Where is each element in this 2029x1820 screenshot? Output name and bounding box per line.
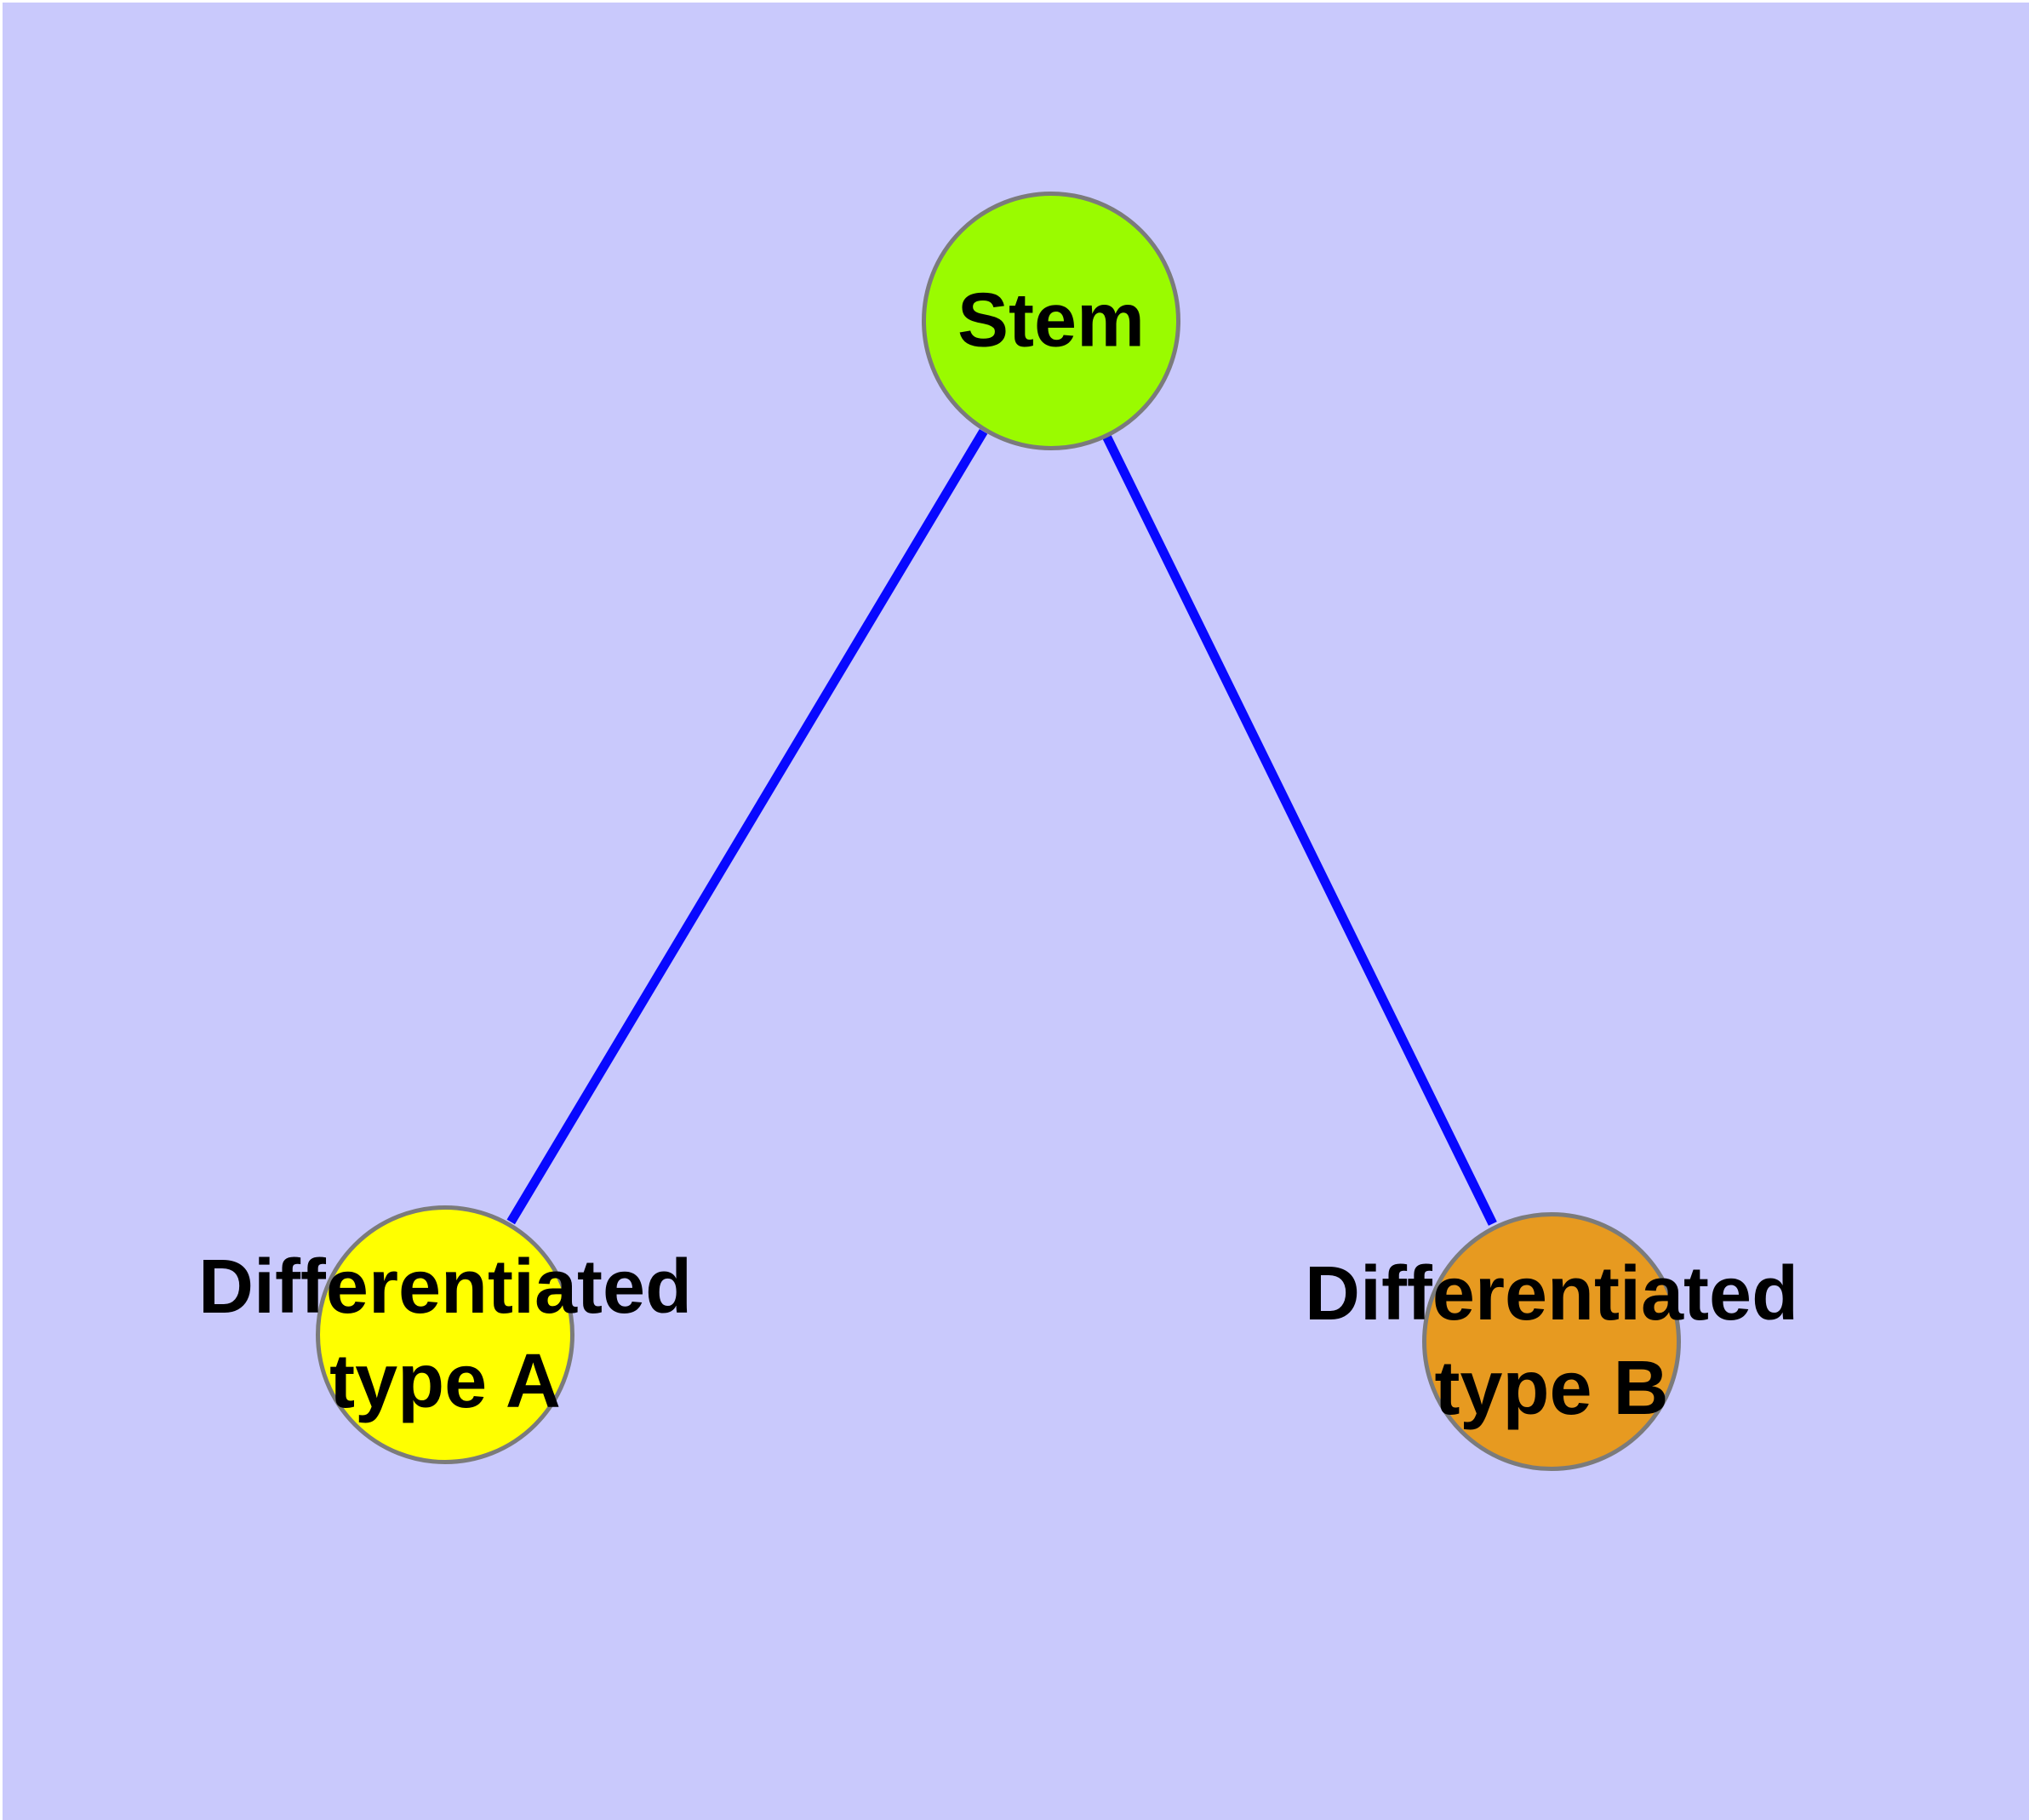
edge-stem-to-type-a xyxy=(506,428,988,1225)
node-differentiated-type-b-circle xyxy=(1422,1212,1681,1471)
node-stem-circle xyxy=(922,192,1180,450)
edge-layer xyxy=(506,428,1497,1226)
node-differentiated-type-a-circle xyxy=(316,1205,574,1464)
edge-stem-to-type-b xyxy=(1102,434,1497,1226)
